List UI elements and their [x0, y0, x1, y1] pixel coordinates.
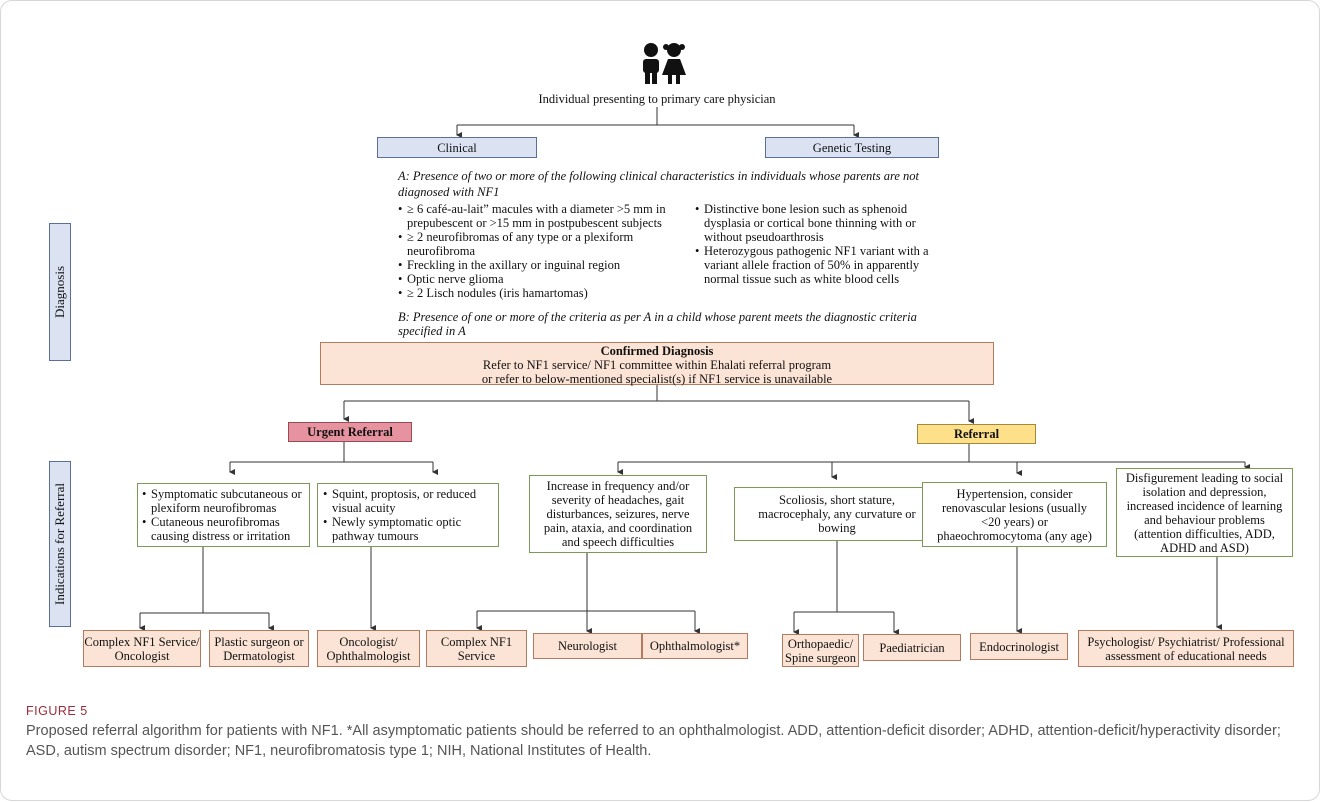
- diagnosis-label: Diagnosis: [49, 223, 71, 361]
- indication-urgent-visual: Squint, proptosis, or reduced visual acu…: [317, 483, 499, 547]
- criteria-item: Heterozygous pathogenic NF1 variant with…: [695, 244, 945, 286]
- specialist-paediatrician: Paediatrician: [863, 634, 961, 661]
- genetic-testing-box: Genetic Testing: [765, 137, 939, 158]
- indication-item: Cutaneous neurofibromas causing distress…: [142, 515, 305, 543]
- figure-label: FIGURE 5: [26, 704, 88, 718]
- criteria-item: Optic nerve glioma: [398, 272, 688, 286]
- specialist-endocrinologist: Endocrinologist: [970, 633, 1068, 660]
- indication-item: Squint, proptosis, or reduced visual acu…: [323, 487, 493, 515]
- criteria-item: ≥ 2 neurofibromas of any type or a plexi…: [398, 230, 688, 258]
- specialist-plastic-surgeon: Plastic surgeon or Dermatologist: [209, 630, 309, 667]
- specialist-orthopaedic: Orthopaedic/ Spine surgeon: [782, 634, 859, 667]
- urgent-referral-box: Urgent Referral: [288, 422, 412, 442]
- indication-disfigurement: Disfigurement leading to social isolatio…: [1116, 468, 1293, 557]
- confirmed-line2: or refer to below-mentioned specialist(s…: [481, 372, 833, 386]
- indication-headaches: Increase in frequency and/or severity of…: [529, 475, 707, 553]
- indication-item: Newly symptomatic optic pathway tumours: [323, 515, 493, 543]
- indication-item: Symptomatic subcutaneous or plexiform ne…: [142, 487, 305, 515]
- confirmed-line1: Refer to NF1 service/ NF1 committee with…: [482, 358, 832, 372]
- criteria-left-list: ≥ 6 café-au-lait” macules with a diamete…: [398, 202, 688, 300]
- indication-hypertension: Hypertension, consider renovascular lesi…: [922, 482, 1107, 547]
- indication-scoliosis: Scoliosis, short stature, macrocephaly, …: [734, 487, 940, 541]
- criteria-item: ≥ 2 Lisch nodules (iris hamartomas): [398, 286, 688, 300]
- presenting-text: Individual presenting to primary care ph…: [538, 92, 776, 106]
- specialist-oncologist-ophthalmologist: Oncologist/ Ophthalmologist: [317, 630, 420, 667]
- referral-box: Referral: [917, 424, 1036, 444]
- figure-caption: Proposed referral algorithm for patients…: [26, 723, 1281, 759]
- criteria-item: Freckling in the axillary or inguinal re…: [398, 258, 688, 272]
- confirmed-title: Confirmed Diagnosis: [600, 344, 714, 358]
- specialist-psychologist: Psychologist/ Psychiatrist/ Professional…: [1078, 630, 1294, 667]
- specialist-complex-service: Complex NF1 Service: [426, 630, 527, 667]
- indication-urgent-neurofibromas: Symptomatic subcutaneous or plexiform ne…: [137, 483, 310, 547]
- criteria-right-list: Distinctive bone lesion such as sphenoid…: [695, 202, 945, 286]
- specialist-ophthalmologist: Ophthalmologist*: [642, 633, 748, 659]
- children-icon: [637, 41, 689, 85]
- indications-label: Indications for Referral: [49, 461, 71, 627]
- criteria-item: Distinctive bone lesion such as sphenoid…: [695, 202, 945, 244]
- criteria-item: ≥ 6 café-au-lait” macules with a diamete…: [398, 202, 688, 230]
- specialist-neurologist: Neurologist: [533, 633, 642, 659]
- criteria-a-intro: A: Presence of two or more of the follow…: [398, 169, 920, 199]
- criteria-b-text: B: Presence of one or more of the criter…: [398, 310, 917, 338]
- confirmed-diagnosis-box: Confirmed Diagnosis Refer to NF1 service…: [320, 342, 994, 386]
- specialist-complex-oncologist: Complex NF1 Service/ Oncologist: [83, 630, 201, 667]
- clinical-box: Clinical: [377, 137, 537, 158]
